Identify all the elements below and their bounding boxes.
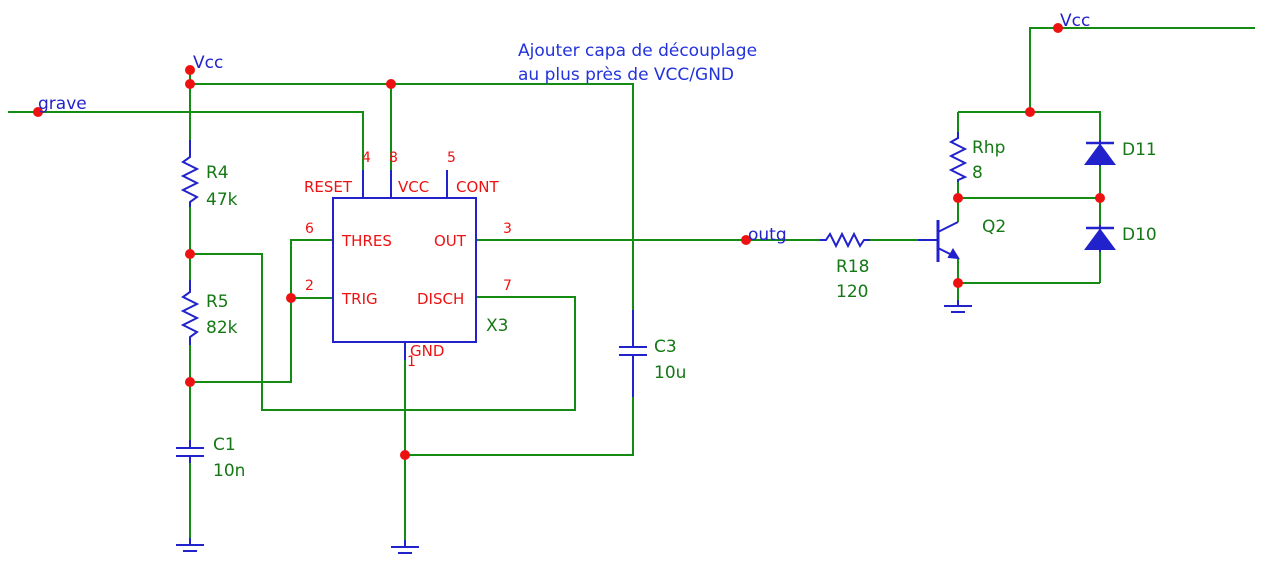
pin-thres-name: THRES bbox=[341, 232, 392, 250]
c1-value: 10n bbox=[213, 461, 245, 481]
c3-value: 10u bbox=[654, 363, 686, 383]
pin-vcc-num: 8 bbox=[389, 150, 398, 166]
wires bbox=[8, 27, 1255, 540]
junction-dot bbox=[386, 79, 396, 89]
r18-ref: R18 bbox=[836, 257, 869, 277]
junction-dot bbox=[953, 278, 963, 288]
pin-out-num: 3 bbox=[503, 221, 512, 237]
rhp-resistor-icon bbox=[948, 132, 968, 182]
junction-dot bbox=[185, 65, 195, 75]
c1-capacitor-icon bbox=[176, 440, 204, 463]
pin-cont-num: 5 bbox=[447, 150, 456, 166]
q2-npn-transistor-icon bbox=[918, 220, 960, 262]
junction-dot bbox=[185, 249, 195, 259]
net-label-outg: outg bbox=[748, 225, 787, 245]
pin-out-name: OUT bbox=[434, 232, 467, 250]
pin-disch-name: DISCH bbox=[417, 290, 464, 308]
r18-resistor-icon bbox=[820, 231, 870, 249]
r4-ref: R4 bbox=[206, 163, 229, 183]
r5-resistor-icon bbox=[180, 280, 200, 345]
junction-dot bbox=[953, 193, 963, 203]
d10-diode-icon bbox=[1084, 225, 1116, 252]
pin-reset-num: 4 bbox=[362, 150, 371, 166]
junction-dot bbox=[1053, 23, 1063, 33]
net-label-grave: grave bbox=[38, 94, 87, 114]
ground-icon-q2 bbox=[944, 300, 972, 313]
rhp-ref: Rhp bbox=[972, 138, 1005, 158]
pin-trig-name: TRIG bbox=[341, 290, 378, 308]
pin-gnd-name: GND bbox=[410, 342, 444, 360]
pin-gnd-num: 1 bbox=[407, 354, 416, 370]
junction-dot bbox=[33, 107, 43, 117]
junction-dot bbox=[400, 450, 410, 460]
junction-dot bbox=[741, 235, 751, 245]
r5-ref: R5 bbox=[206, 292, 229, 312]
pin-vcc-name: VCC bbox=[398, 178, 429, 196]
x3-ref: X3 bbox=[486, 316, 508, 336]
r5-value: 82k bbox=[206, 318, 238, 338]
ground-icon-c1 bbox=[176, 538, 204, 552]
r4-resistor-icon bbox=[180, 140, 200, 207]
ground-icon-555 bbox=[391, 540, 419, 554]
r18-value: 120 bbox=[836, 282, 868, 302]
junction-dot bbox=[1095, 193, 1105, 203]
q2-ref: Q2 bbox=[982, 217, 1006, 237]
junction-dot bbox=[1025, 107, 1035, 117]
pin-cont-name: CONT bbox=[456, 178, 500, 196]
junction-dot bbox=[185, 79, 195, 89]
net-label-vcc-right: Vcc bbox=[1060, 11, 1090, 31]
c3-ref: C3 bbox=[654, 337, 677, 357]
c1-ref: C1 bbox=[213, 435, 236, 455]
c3-capacitor-icon bbox=[619, 310, 647, 397]
note-line-2: au plus près de VCC/GND bbox=[518, 65, 734, 85]
pin-trig-num: 2 bbox=[305, 278, 314, 294]
d11-diode-icon bbox=[1084, 140, 1116, 166]
pin-thres-num: 6 bbox=[305, 221, 314, 237]
junction-dot bbox=[185, 377, 195, 387]
pin-disch-num: 7 bbox=[503, 278, 512, 294]
r4-value: 47k bbox=[206, 190, 238, 210]
rhp-value: 8 bbox=[972, 163, 983, 183]
junctions bbox=[33, 23, 1105, 460]
d10-ref: D10 bbox=[1122, 225, 1157, 245]
net-label-vcc-left: Vcc bbox=[193, 53, 223, 73]
d11-ref: D11 bbox=[1122, 140, 1157, 160]
ic-555-x3 bbox=[332, 170, 477, 360]
note-line-1: Ajouter capa de découplage bbox=[518, 41, 757, 61]
pin-reset-name: RESET bbox=[304, 178, 353, 196]
junction-dot bbox=[286, 293, 296, 303]
